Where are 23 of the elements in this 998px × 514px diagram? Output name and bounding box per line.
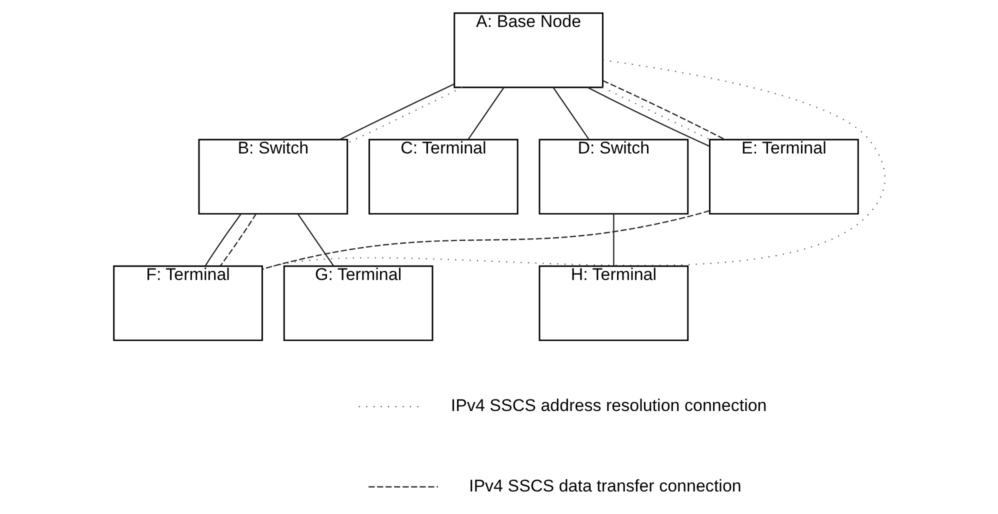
legend-label: IPv4 SSCS data transfer connection <box>468 476 741 496</box>
connector <box>262 210 710 270</box>
node-box: E: Terminal <box>708 138 858 215</box>
connector <box>296 213 334 266</box>
connector <box>262 60 885 270</box>
connector <box>552 87 589 140</box>
connector <box>602 86 710 140</box>
node-box: D: Switch <box>538 138 688 215</box>
connector <box>602 80 725 140</box>
connector <box>467 87 504 140</box>
node-box: A: Base Node <box>453 12 603 88</box>
connector <box>219 214 256 266</box>
node-box: C: Terminal <box>368 138 518 215</box>
connector <box>346 86 462 144</box>
node-box: F: Terminal <box>112 265 262 342</box>
legend-label: IPv4 SSCS address resolution connection <box>450 396 766 416</box>
connector <box>204 213 242 266</box>
node-box: G: Terminal <box>282 265 433 342</box>
node-box: H: Terminal <box>538 265 688 342</box>
node-box: B: Switch <box>198 138 348 215</box>
connector <box>612 214 614 266</box>
connector <box>586 86 710 147</box>
connector <box>339 84 454 140</box>
